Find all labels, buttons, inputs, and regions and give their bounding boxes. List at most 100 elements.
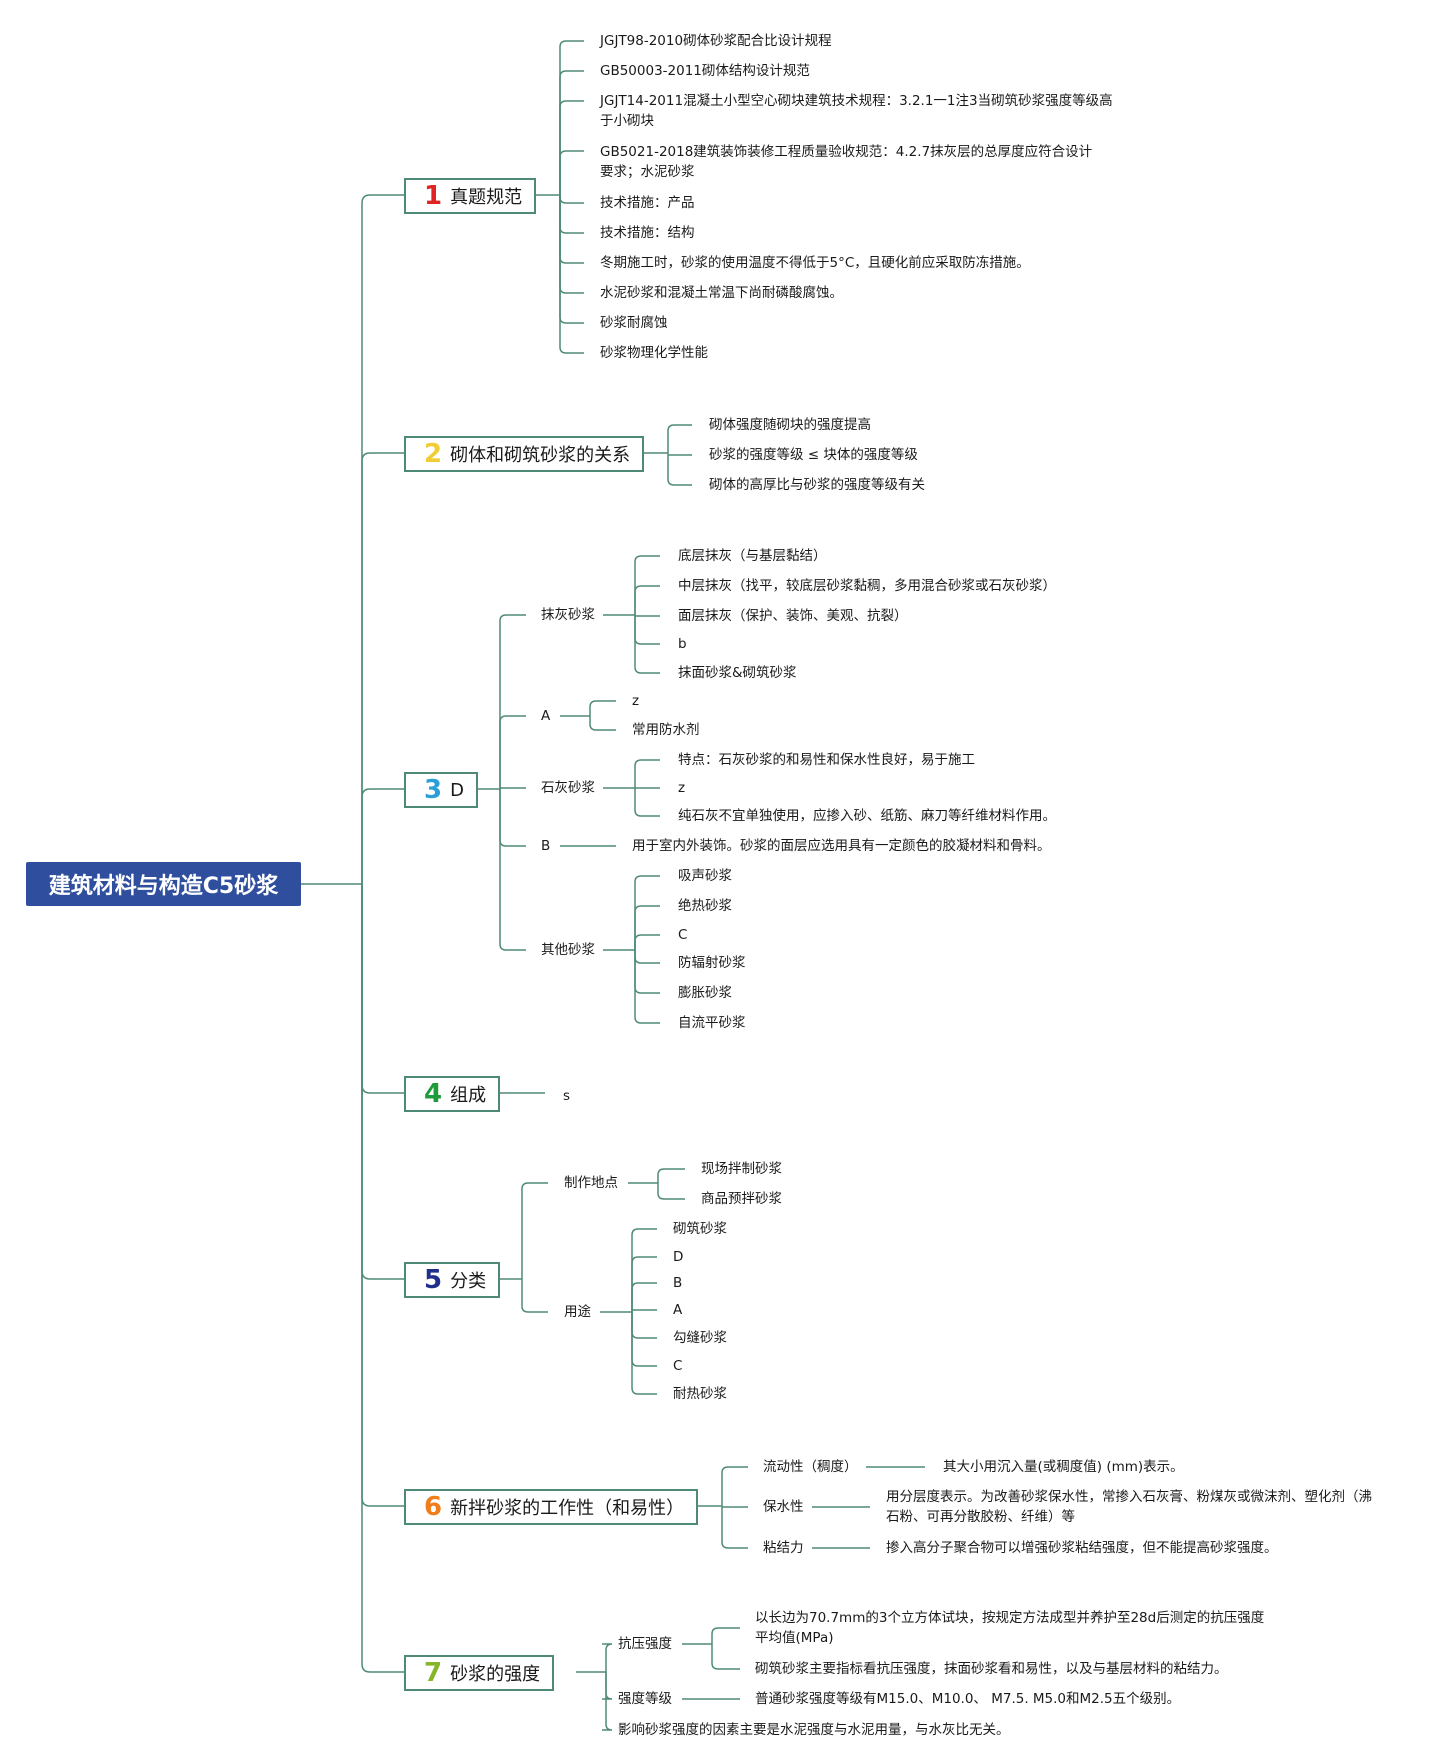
c5-item[interactable]: B bbox=[673, 1275, 683, 1291]
connector bbox=[559, 256, 584, 264]
c5-item[interactable]: 耐热砂浆 bbox=[673, 1386, 727, 1402]
c1-item[interactable]: 砂浆物理化学性能 bbox=[600, 345, 708, 361]
c3-item[interactable]: 中层抹灰（找平，较底层砂浆黏稠，多用混合砂浆或石灰砂浆） bbox=[678, 578, 1056, 594]
c7-group-label[interactable]: 强度等级 bbox=[618, 1691, 672, 1707]
c3-item[interactable]: C bbox=[678, 927, 688, 943]
category-2-node[interactable]: 2 砌体和砌筑砂浆的关系 bbox=[404, 436, 645, 472]
c7-group-label[interactable]: 抗压强度 bbox=[618, 1636, 672, 1652]
c5-group-label[interactable]: 制作地点 bbox=[564, 1175, 618, 1191]
c5-item[interactable]: C bbox=[673, 1358, 683, 1374]
c6-item[interactable]: 用分层度表示。为改善砂浆保水性，常掺入石灰膏、粉煤灰或微沫剂、塑化剂（沸石粉、可… bbox=[886, 1489, 1372, 1525]
connector bbox=[602, 1723, 613, 1731]
category-3-label: D bbox=[450, 779, 464, 801]
c1-item[interactable]: 技术措施：产品 bbox=[600, 195, 695, 211]
connector bbox=[559, 150, 584, 158]
c1-item[interactable]: 砂浆耐腐蚀 bbox=[600, 315, 668, 331]
connector bbox=[667, 478, 692, 486]
root-node[interactable]: 建筑材料与构造C5砂浆 bbox=[26, 862, 301, 906]
category-1-node[interactable]: 1 真题规范 bbox=[404, 178, 537, 214]
c6-group-label[interactable]: 粘结力 bbox=[763, 1540, 804, 1556]
c3-item[interactable]: 绝热砂浆 bbox=[678, 898, 732, 914]
c3-item[interactable]: 自流平砂浆 bbox=[678, 1015, 746, 1031]
c3-item[interactable]: 吸声砂浆 bbox=[678, 868, 732, 884]
c3-item[interactable]: 底层抹灰（与基层黏结） bbox=[678, 548, 827, 564]
category-4-number: 4 bbox=[424, 1079, 443, 1109]
category-2-number: 2 bbox=[424, 439, 443, 469]
c7-item[interactable]: 砌筑砂浆主要指标看抗压强度，抹面砂浆看和易性，以及与基层材料的粘结力。 bbox=[755, 1661, 1228, 1677]
c5-item[interactable]: 商品预拌砂浆 bbox=[701, 1191, 782, 1207]
category-6-label: 新拌砂浆的工作性（和易性） bbox=[450, 1498, 685, 1519]
category-1-number: 1 bbox=[424, 181, 443, 211]
c2-item[interactable]: 砌体的高厚比与砂浆的强度等级有关 bbox=[709, 477, 925, 493]
category-5-node[interactable]: 5 分类 bbox=[404, 1262, 501, 1298]
c3-item[interactable]: z bbox=[678, 780, 686, 796]
connector bbox=[361, 452, 404, 462]
c1-item[interactable]: 水泥砂浆和混凝土常温下尚耐磷酸腐蚀。 bbox=[600, 285, 843, 301]
category-4-node[interactable]: 4 组成 bbox=[404, 1076, 501, 1112]
c7-item[interactable]: 普通砂浆强度等级有M15.0、M10.0、 M7.5. M5.0和M2.5五个级… bbox=[755, 1691, 1181, 1707]
connector bbox=[634, 809, 660, 817]
connector bbox=[711, 1662, 740, 1670]
connector bbox=[631, 1256, 657, 1264]
connector bbox=[361, 1497, 404, 1507]
c3-item[interactable]: 常用防水剂 bbox=[632, 722, 700, 738]
connector bbox=[361, 1663, 404, 1673]
connector bbox=[499, 715, 526, 723]
c3-item[interactable]: 特点：石灰砂浆的和易性和保水性良好，易于施工 bbox=[678, 752, 975, 768]
c3-group-label[interactable]: 石灰砂浆 bbox=[541, 780, 595, 796]
connector bbox=[559, 70, 584, 78]
category-6-node[interactable]: 6 新拌砂浆的工作性（和易性） bbox=[404, 1489, 699, 1525]
connector bbox=[657, 1168, 685, 1176]
c4-item[interactable]: s bbox=[563, 1088, 571, 1104]
c1-item[interactable]: JGJT14-2011混凝土小型空心砌块建筑技术规程：3.2.1一1注3当砌筑砂… bbox=[600, 93, 1113, 129]
c7-item[interactable]: 影响砂浆强度的因素主要是水泥强度与水泥用量，与水灰比无关。 bbox=[618, 1722, 1010, 1738]
c3-group-label[interactable]: 抹灰砂浆 bbox=[541, 607, 595, 623]
c5-item[interactable]: 现场拌制砂浆 bbox=[701, 1161, 782, 1177]
connector bbox=[631, 1387, 657, 1395]
c2-item[interactable]: 砌体强度随砌块的强度提高 bbox=[709, 417, 871, 433]
c3-group-label[interactable]: A bbox=[541, 708, 551, 724]
c1-item[interactable]: GB50003-2011砌体结构设计规范 bbox=[600, 63, 810, 79]
connector bbox=[721, 1466, 748, 1474]
connector bbox=[721, 1541, 748, 1549]
c5-group-label[interactable]: 用途 bbox=[564, 1304, 591, 1320]
c7-item[interactable]: 以长边为70.7mm的3个立方体试块，按规定方法成型并养护至28d后测定的抗压强… bbox=[755, 1610, 1265, 1646]
c3-item[interactable]: 抹面砂浆&砌筑砂浆 bbox=[678, 665, 797, 681]
connector bbox=[559, 40, 584, 48]
connector bbox=[631, 1331, 657, 1339]
c6-group-label[interactable]: 流动性（稠度） bbox=[763, 1459, 858, 1475]
connector bbox=[521, 1305, 548, 1313]
c3-group-label[interactable]: B bbox=[541, 838, 551, 854]
connector bbox=[559, 316, 584, 324]
c3-item[interactable]: 面层抹灰（保护、装饰、美观、抗裂） bbox=[678, 608, 908, 624]
c1-item[interactable]: 冬期施工时，砂浆的使用温度不得低于5°C，且硬化前应采取防冻措施。 bbox=[600, 255, 1030, 271]
connector bbox=[631, 1228, 657, 1236]
c5-item[interactable]: A bbox=[673, 1302, 683, 1318]
connector bbox=[634, 934, 660, 942]
c6-group-label[interactable]: 保水性 bbox=[763, 1499, 804, 1515]
c1-item[interactable]: JGJT98-2010砌体砂浆配合比设计规程 bbox=[600, 33, 832, 49]
c3-item[interactable]: 用于室内外装饰。砂浆的面层应选用具有一定颜色的胶凝材料和骨料。 bbox=[632, 838, 1051, 854]
c6-item[interactable]: 其大小用沉入量(或稠度值) (mm)表示。 bbox=[943, 1459, 1184, 1475]
connector bbox=[634, 666, 660, 674]
c3-item[interactable]: 膨胀砂浆 bbox=[678, 985, 732, 1001]
c3-item[interactable]: 纯石灰不宜单独使用，应掺入砂、纸筋、麻刀等纤维材料作用。 bbox=[678, 808, 1056, 824]
c3-item[interactable]: 防辐射砂浆 bbox=[678, 955, 746, 971]
c3-group-label[interactable]: 其他砂浆 bbox=[541, 942, 595, 958]
c2-item[interactable]: 砂浆的强度等级 ≤ 块体的强度等级 bbox=[709, 447, 918, 463]
category-1-label: 真题规范 bbox=[450, 187, 523, 208]
c6-item[interactable]: 掺入高分子聚合物可以增强砂浆粘结强度，但不能提高砂浆强度。 bbox=[886, 1540, 1278, 1556]
c5-item[interactable]: D bbox=[673, 1249, 684, 1265]
c3-item[interactable]: b bbox=[678, 636, 687, 652]
category-7-number: 7 bbox=[424, 1658, 443, 1688]
c1-item[interactable]: 技术措施：结构 bbox=[600, 225, 695, 241]
c3-item[interactable]: z bbox=[632, 693, 640, 709]
category-7-node[interactable]: 7 砂浆的强度 bbox=[404, 1655, 555, 1691]
connector bbox=[589, 700, 616, 708]
category-3-node[interactable]: 3 D bbox=[404, 772, 478, 808]
connector bbox=[559, 196, 584, 204]
c5-item[interactable]: 勾缝砂浆 bbox=[673, 1330, 727, 1346]
c1-item[interactable]: GB5021-2018建筑装饰装修工程质量验收规范：4.2.7抹灰层的总厚度应符… bbox=[600, 144, 1093, 180]
connector bbox=[361, 194, 404, 204]
c5-item[interactable]: 砌筑砂浆 bbox=[673, 1221, 727, 1237]
